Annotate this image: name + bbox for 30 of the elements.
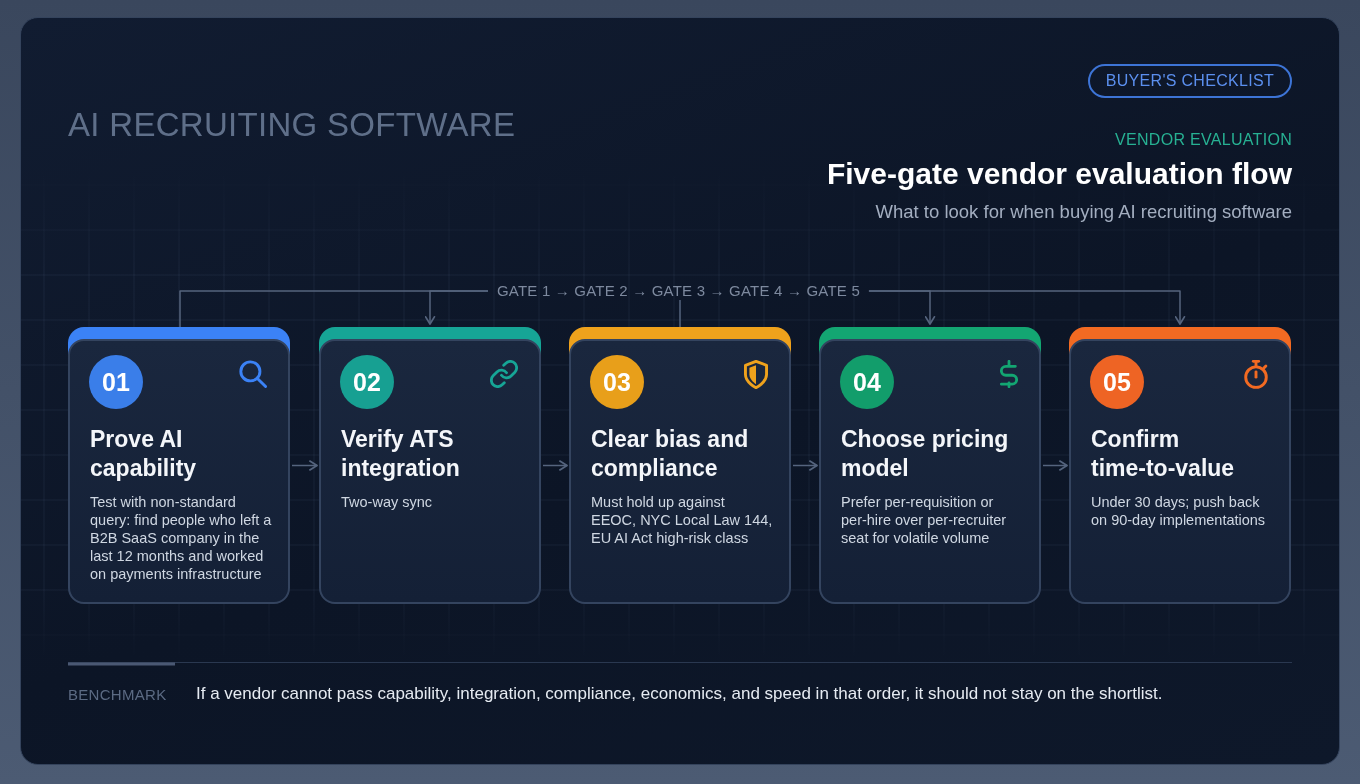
step-title: Prove AI capability bbox=[90, 425, 198, 483]
step-description: Two-way sync bbox=[341, 493, 434, 511]
connector-arrow bbox=[424, 290, 489, 325]
gate-sequence-label: GATE 1 → GATE 2 → GATE 3 → GATE 4 → GATE 5 bbox=[488, 282, 869, 300]
step-title: Verify ATS integration bbox=[341, 425, 461, 483]
step-description: Must hold up against EEOC, NYC Local Law 144, EU AI Act high-risk class bbox=[591, 493, 773, 547]
section-eyebrow: VENDOR EVALUATION bbox=[1115, 130, 1292, 150]
connector-line bbox=[679, 299, 681, 328]
connector-arrow bbox=[291, 460, 318, 471]
connector-arrow bbox=[792, 460, 818, 471]
checklist-tag: BUYER'S CHECKLIST bbox=[1087, 64, 1292, 98]
header-subtitle: AI RECRUITING SOFTWARE bbox=[68, 106, 516, 144]
benchmark-note: If a vendor cannot pass capability, integration, compliance, economics, and speed in that order, it should not stay on the shortlist. bbox=[196, 683, 1163, 705]
connector-arrow bbox=[868, 290, 1186, 325]
connector-arrow bbox=[542, 460, 568, 471]
step-card bbox=[68, 327, 290, 604]
benchmark-label: BENCHMARK bbox=[68, 685, 167, 705]
step-description: Under 30 days; push back on 90-day implementations bbox=[1091, 493, 1267, 529]
diagram-title: Five-gate vendor evaluation flow bbox=[826, 156, 1292, 192]
step-card bbox=[569, 327, 791, 604]
step-card bbox=[319, 327, 541, 604]
connector-arrow bbox=[1042, 460, 1068, 471]
step-description: Test with non-standard query: find people who left a B2B SaaS company in the last 12 months and worked on payments infrastructure bbox=[90, 493, 272, 583]
diagram-subtitle: What to look for when buying AI recruiting software bbox=[875, 201, 1292, 223]
step-card bbox=[1069, 327, 1291, 604]
step-card bbox=[819, 327, 1041, 604]
step-title: Confirm time-to-value bbox=[1091, 425, 1236, 483]
step-title: Clear bias and compliance bbox=[591, 425, 750, 483]
step-description: Prefer per-requisition or per-hire over per-recruiter seat for volatile volume bbox=[841, 493, 1008, 547]
step-title: Choose pricing model bbox=[841, 425, 1010, 483]
